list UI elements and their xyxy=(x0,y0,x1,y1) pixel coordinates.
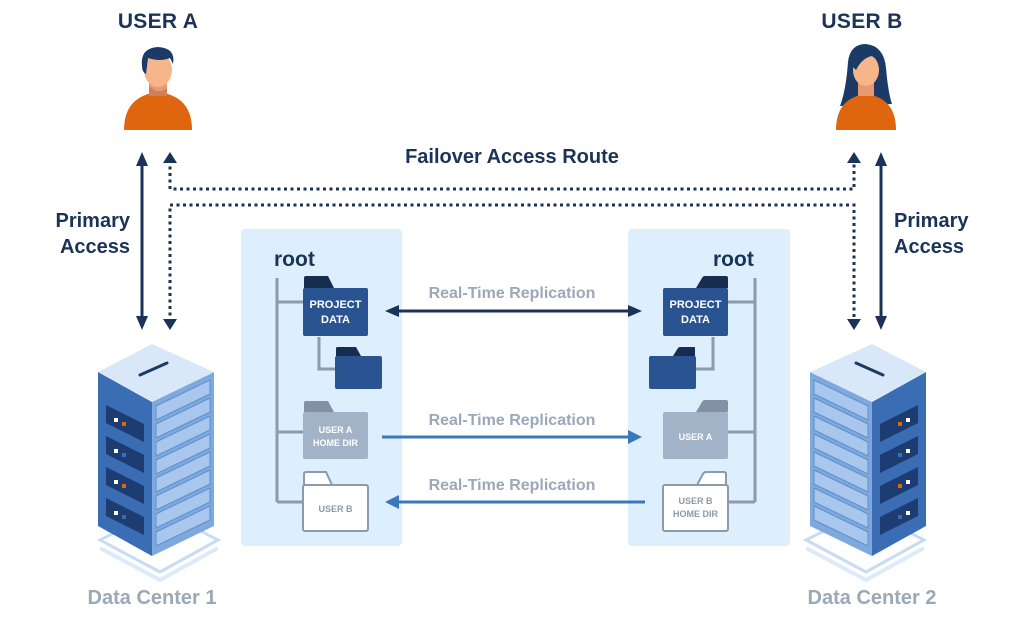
right-user-b-folder-icon xyxy=(662,471,729,532)
folder-label-line2: HOME DIR xyxy=(313,438,358,448)
left-tree-lines xyxy=(275,278,336,504)
primary-access-label-right: Primary Access xyxy=(894,208,994,260)
folder-label-line1: USER A xyxy=(678,432,713,442)
left-user-a-folder[interactable]: USER A HOME DIR xyxy=(303,420,368,456)
failover-route xyxy=(168,160,856,322)
left-project-data-folder[interactable]: PROJECT DATA xyxy=(303,295,368,331)
folder-label-line1: USER A xyxy=(318,425,353,435)
left-root-label: root xyxy=(274,248,315,271)
replication-label-user-b: Real-Time Replication xyxy=(428,477,596,494)
primary-access-right-line1: Primary xyxy=(894,210,969,232)
folder-label-line1: USER B xyxy=(318,504,353,514)
primary-access-left-line2: Access xyxy=(59,236,130,258)
user-b-avatar-icon xyxy=(836,44,896,130)
left-user-a-folder-icon xyxy=(303,401,368,459)
data-center-2-label: Data Center 2 xyxy=(807,587,937,609)
left-subfolder-icon xyxy=(335,347,382,389)
right-project-data-folder-icon xyxy=(663,276,728,336)
left-user-b-folder-icon xyxy=(302,471,369,532)
data-center-2-server-icon xyxy=(802,344,928,583)
right-root-label: root xyxy=(713,248,754,271)
folder-label-line1: PROJECT xyxy=(669,299,722,311)
user-b-label: USER B xyxy=(821,10,903,33)
replication-label-user-a: Real-Time Replication xyxy=(428,412,596,429)
folder-label-line2: DATA xyxy=(681,314,710,326)
right-subfolder-icon xyxy=(649,347,696,389)
failover-route-label: Failover Access Route xyxy=(405,146,619,168)
primary-access-left-line1: Primary xyxy=(55,210,131,232)
failover-arrowheads xyxy=(163,152,861,330)
replication-label-project: Real-Time Replication xyxy=(428,285,596,302)
left-user-b-folder[interactable]: USER B xyxy=(303,500,368,520)
folder-label-line1: USER B xyxy=(678,496,713,506)
right-user-a-folder[interactable]: USER A xyxy=(663,428,728,448)
folder-label-line2: HOME DIR xyxy=(673,509,718,519)
user-a-label: USER A xyxy=(117,10,199,33)
primary-access-label-left: Primary Access xyxy=(40,208,131,260)
data-center-1-label: Data Center 1 xyxy=(87,587,217,609)
right-user-b-folder[interactable]: USER B HOME DIR xyxy=(663,492,728,528)
right-tree-lines xyxy=(695,278,757,504)
folder-label-line1: PROJECT xyxy=(309,299,362,311)
right-user-a-folder-icon xyxy=(663,400,728,459)
right-project-data-folder[interactable]: PROJECT DATA xyxy=(663,295,728,331)
primary-access-right-line2: Access xyxy=(894,236,965,258)
user-a-avatar-icon xyxy=(124,47,192,130)
data-center-1-server-icon xyxy=(96,344,222,583)
folder-label-line2: DATA xyxy=(321,314,350,326)
left-project-data-folder-icon xyxy=(303,276,368,336)
